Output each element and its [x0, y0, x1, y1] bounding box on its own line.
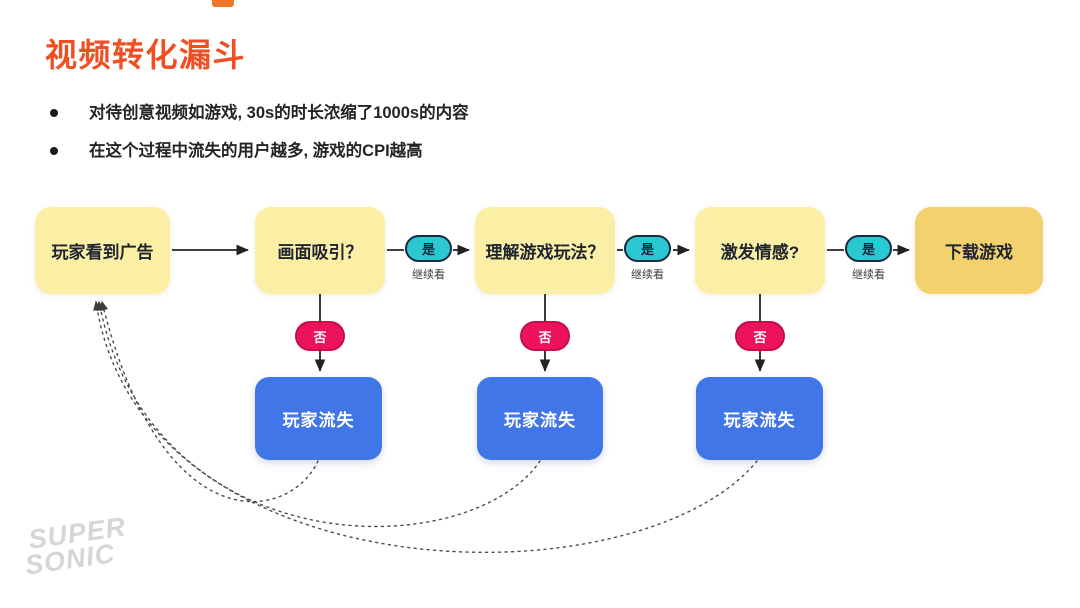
bullet-item: 对待创意视频如游戏, 30s的时长浓缩了1000s的内容 — [50, 103, 469, 124]
node-download: 下载游戏 — [915, 207, 1043, 294]
bullet-list: 对待创意视频如游戏, 30s的时长浓缩了1000s的内容 在这个过程中流失的用户… — [50, 103, 469, 179]
no-pill: 否 — [295, 321, 345, 351]
bullet-text: 在这个过程中流失的用户越多, 游戏的CPI越高 — [89, 142, 423, 160]
churn-box: 玩家流失 — [696, 377, 823, 460]
supersonic-logo: SUPER SONIC — [23, 511, 131, 580]
yes-pill: 是 — [405, 235, 452, 262]
yes-pill: 是 — [845, 235, 892, 262]
node-emotion: 激发情感? — [695, 207, 825, 294]
bullet-item: 在这个过程中流失的用户越多, 游戏的CPI越高 — [50, 141, 469, 162]
yes-pill: 是 — [624, 235, 671, 262]
churn-box: 玩家流失 — [477, 377, 603, 460]
bullet-dot-icon — [50, 147, 58, 155]
node-understand: 理解游戏玩法？ — [475, 207, 615, 294]
node-attract: 画面吸引？ — [255, 207, 385, 294]
continue-watching-label: 继续看 — [852, 269, 885, 281]
no-pill: 否 — [520, 321, 570, 351]
node-see-ad: 玩家看到广告 — [35, 207, 170, 294]
no-pill: 否 — [735, 321, 785, 351]
corner-accent-mark — [212, 0, 234, 7]
bullet-dot-icon — [50, 109, 58, 117]
bullet-text: 对待创意视频如游戏, 30s的时长浓缩了1000s的内容 — [89, 104, 469, 122]
continue-watching-label: 继续看 — [631, 269, 664, 281]
churn-box: 玩家流失 — [255, 377, 382, 460]
page-title: 视频转化漏斗 — [45, 37, 247, 73]
continue-watching-label: 继续看 — [412, 269, 445, 281]
